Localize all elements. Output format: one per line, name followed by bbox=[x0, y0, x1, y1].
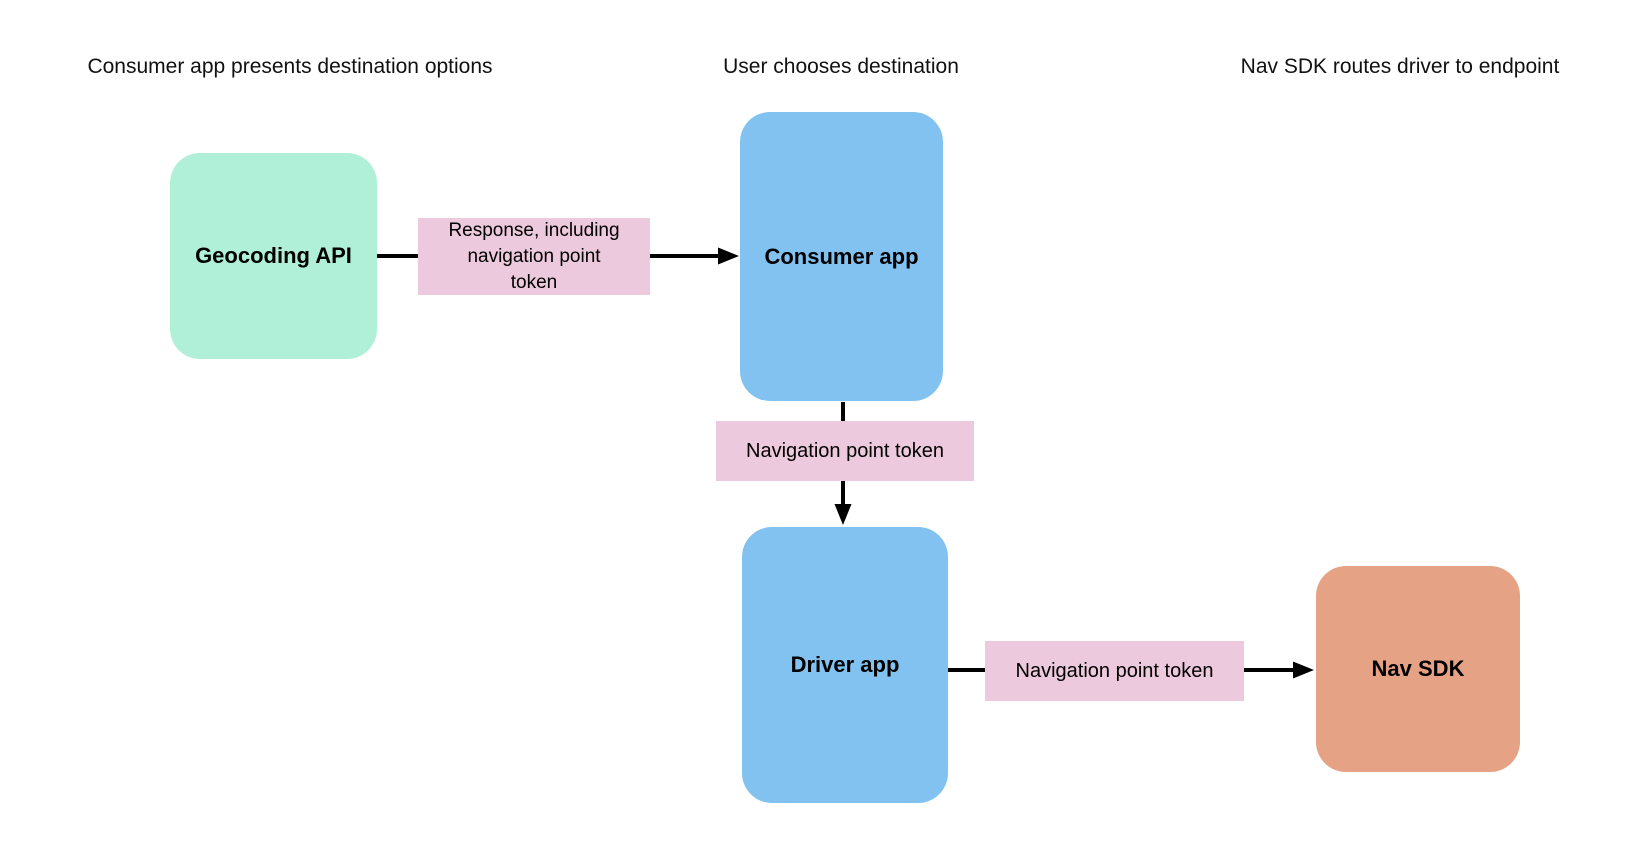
arrowhead-into-driver-app bbox=[834, 504, 852, 525]
phase-header-navsdk-routes: Nav SDK routes driver to endpoint bbox=[1240, 55, 1560, 78]
edge-label-response-navigation-point-token: Response, including navigation point tok… bbox=[418, 218, 650, 295]
node-label-driver-app: Driver app bbox=[790, 652, 900, 677]
node-consumer-app: Consumer app bbox=[740, 112, 943, 401]
node-label-nav-sdk: Nav SDK bbox=[1371, 656, 1465, 681]
edge-label-navigation-point-token-right: Navigation point token bbox=[985, 641, 1244, 701]
phase-header-consumer-presents: Consumer app presents destination option… bbox=[87, 55, 493, 78]
node-label-consumer-app: Consumer app bbox=[764, 243, 919, 269]
node-nav-sdk: Nav SDK bbox=[1316, 566, 1520, 772]
edge-label-navigation-point-token-mid: Navigation point token bbox=[716, 421, 974, 481]
node-driver-app: Driver app bbox=[742, 527, 948, 803]
node-geocoding-api: Geocoding API bbox=[170, 153, 377, 359]
phase-header-user-chooses: User chooses destination bbox=[723, 55, 959, 78]
node-label-geocoding-api: Geocoding API bbox=[195, 243, 352, 268]
arrowhead-into-consumer-app bbox=[718, 247, 739, 265]
arrowhead-into-nav-sdk bbox=[1293, 661, 1314, 679]
